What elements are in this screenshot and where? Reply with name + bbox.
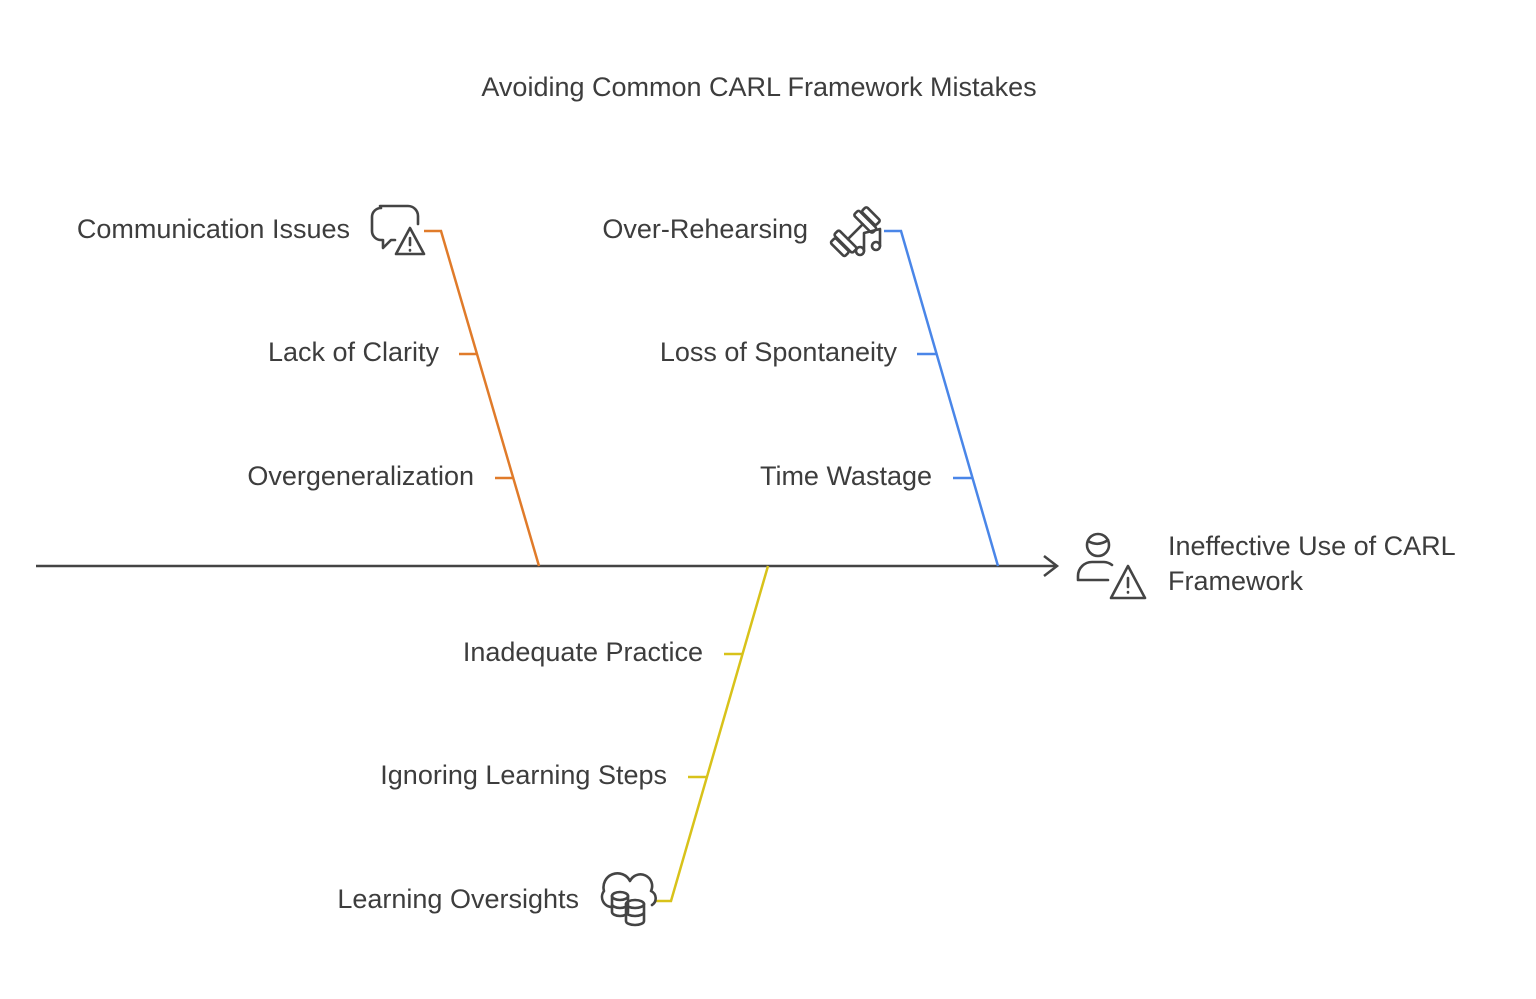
cause-time-wastage: Time Wastage (759, 461, 932, 491)
spine-arrowhead (1043, 555, 1060, 577)
dumbbell-music-icon (829, 206, 882, 258)
cause-overgeneralization: Overgeneralization (247, 461, 474, 491)
branch-communication (424, 229, 541, 567)
branch-learning (655, 565, 770, 903)
branch-label-communication: Communication Issues (76, 214, 350, 244)
cause-inadequate-practice: Inadequate Practice (462, 637, 703, 667)
effect-label-line1: Ineffective Use of CARL (1168, 531, 1456, 561)
person-warning-icon (1076, 532, 1147, 600)
effect-label-line2: Framework (1168, 566, 1304, 596)
cause-lack-of-clarity: Lack of Clarity (267, 337, 439, 367)
cause-ignoring-learning-steps: Ignoring Learning Steps (380, 760, 667, 790)
branch-label-rehearsing: Over-Rehearsing (602, 214, 808, 244)
branch-label-learning: Learning Oversights (337, 884, 579, 914)
cause-loss-of-spontaneity: Loss of Spontaneity (659, 337, 897, 367)
diagram-title: Avoiding Common CARL Framework Mistakes (481, 72, 1037, 102)
chat-warning-icon (370, 204, 426, 256)
cloud-database-icon (600, 872, 657, 927)
branch-rehearsing (884, 229, 1000, 567)
